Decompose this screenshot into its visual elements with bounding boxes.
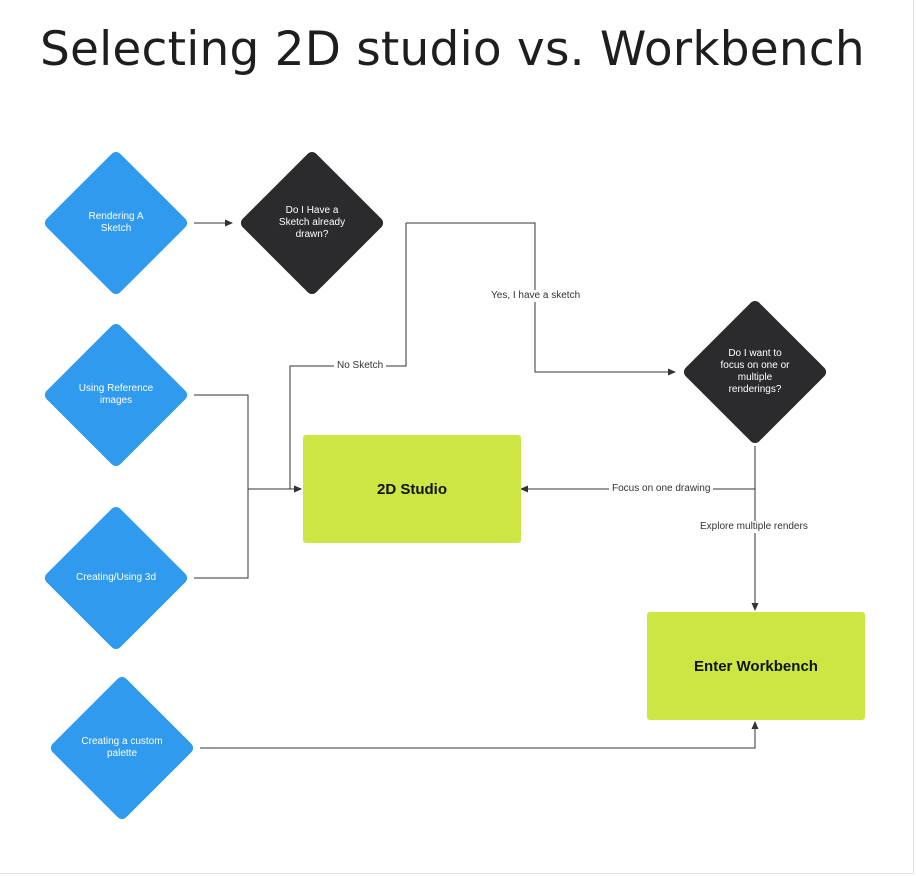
connector-custom-palette xyxy=(200,721,759,749)
node-label: Do I Have a Sketch already drawn? xyxy=(278,205,346,240)
node-reference-images[interactable]: Using Reference images xyxy=(41,321,191,469)
node-label: Do I want to focus on one or multiple re… xyxy=(720,348,790,395)
connector-reference-images xyxy=(194,394,249,489)
node-custom-palette[interactable]: Creating a custom palette xyxy=(47,674,197,822)
edge-label-explore-multiple: Explore multiple renders xyxy=(697,521,811,533)
connector-creating-3d xyxy=(194,485,302,579)
node-label: Creating/Using 3d xyxy=(75,572,157,583)
edge-label-focus-one: Focus on one drawing xyxy=(609,483,714,495)
page-title: Selecting 2D studio vs. Workbench xyxy=(40,22,865,77)
node-have-sketch-question[interactable]: Do I Have a Sketch already drawn? xyxy=(237,149,387,297)
node-focus-question[interactable]: Do I want to focus on one or multiple re… xyxy=(680,298,830,446)
edge-label-yes-sketch: Yes, I have a sketch xyxy=(488,290,584,302)
edge-label-no-sketch: No Sketch xyxy=(334,360,387,372)
node-creating-3d[interactable]: Creating/Using 3d xyxy=(41,504,191,652)
node-workbench[interactable]: Enter Workbench xyxy=(647,612,865,720)
node-label: 2D Studio xyxy=(377,480,447,498)
node-label: Creating a custom palette xyxy=(81,736,163,759)
node-label: Rendering A Sketch xyxy=(88,211,144,234)
node-label: Enter Workbench xyxy=(694,657,818,675)
node-rendering-sketch[interactable]: Rendering A Sketch xyxy=(41,149,191,297)
node-label: Using Reference images xyxy=(78,383,154,406)
node-2d-studio[interactable]: 2D Studio xyxy=(303,435,521,543)
